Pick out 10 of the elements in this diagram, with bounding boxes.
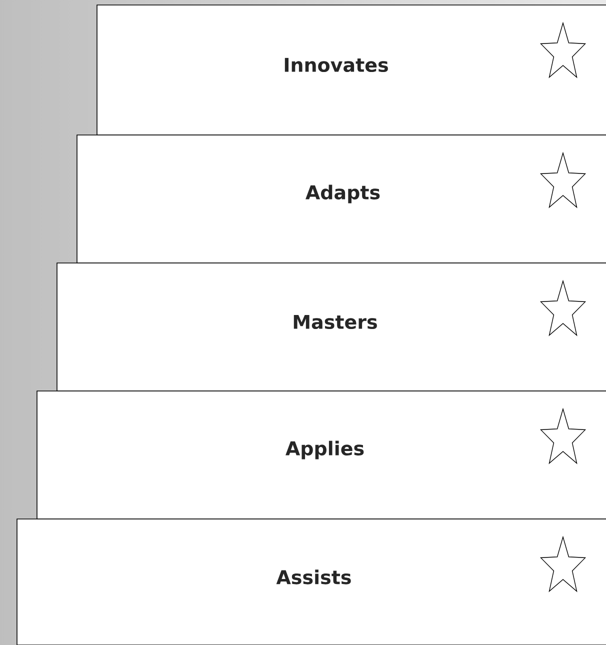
- step-label: Masters: [294, 314, 377, 330]
- step-label: Innovates: [284, 58, 388, 72]
- step-box: [36, 390, 606, 520]
- step-box: [56, 262, 606, 392]
- step-label: Adapts: [306, 184, 380, 204]
- step-box: [16, 518, 606, 645]
- step-box: [96, 4, 606, 136]
- step-box: [76, 134, 606, 264]
- step-label: Applies: [286, 440, 364, 460]
- step-label: Assists: [276, 570, 351, 584]
